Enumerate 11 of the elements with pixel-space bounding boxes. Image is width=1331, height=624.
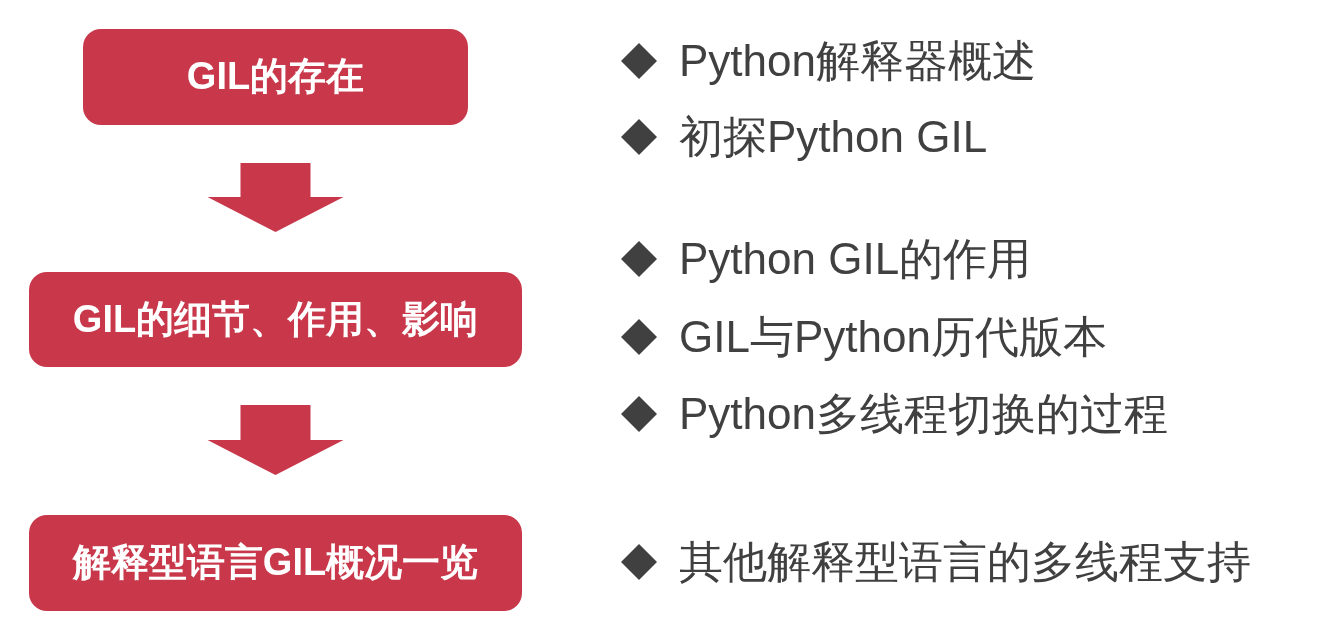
- bullet-item-text: Python GIL的作用: [679, 232, 1032, 285]
- process-box: GIL的细节、作用、影响: [29, 272, 522, 367]
- process-box: GIL的存在: [83, 29, 468, 125]
- bullet-item-text: Python解释器概述: [679, 34, 1036, 87]
- bullet-item-text: GIL与Python历代版本: [679, 310, 1107, 363]
- block-arrow: [207, 405, 344, 475]
- bullet-item-text: 其他解释型语言的多线程支持: [679, 535, 1251, 588]
- block-arrow: [207, 163, 344, 232]
- bullet-item-text: 初探Python GIL: [679, 110, 988, 163]
- process-box: 解释型语言GIL概况一览: [29, 515, 522, 611]
- bullet-item-text: Python多线程切换的过程: [679, 387, 1168, 440]
